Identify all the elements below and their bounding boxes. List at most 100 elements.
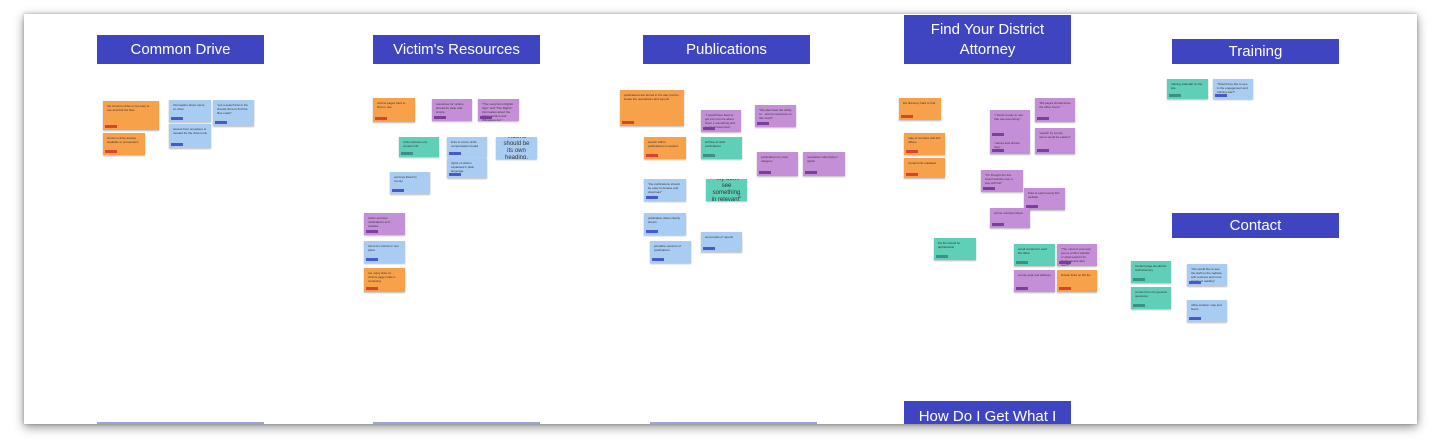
note-tag bbox=[906, 173, 918, 176]
note-tag bbox=[646, 196, 658, 199]
note-tag bbox=[215, 121, 227, 124]
note-tag bbox=[1059, 287, 1071, 290]
note-tag bbox=[366, 287, 378, 290]
sticky-note[interactable]: "We would like to see the staff on the w… bbox=[1187, 264, 1227, 286]
sticky-note[interactable]: "names and photos help" bbox=[990, 138, 1030, 154]
note-tag bbox=[759, 171, 771, 174]
note-text: "The Long Form Rights Sign" and "The Rig… bbox=[482, 102, 513, 121]
sticky-note[interactable]: the common drive is not easy to use and … bbox=[103, 101, 159, 130]
note-text: "I found it easy to use that use somethi… bbox=[994, 113, 1023, 121]
sticky-note[interactable]: "search by county name would be easiest" bbox=[1035, 128, 1075, 154]
note-tag bbox=[366, 230, 378, 233]
header-victims-resources[interactable]: Victim's Resources bbox=[373, 35, 540, 64]
header-find-your-district-attorney[interactable]: Find Your District Attorney bbox=[904, 15, 1071, 64]
sticky-note[interactable]: printable versions of publications bbox=[650, 241, 691, 263]
sticky-note[interactable]: publications are buried in the site; har… bbox=[620, 90, 684, 126]
note-tag bbox=[105, 150, 117, 153]
sticky-note[interactable]: contact form for general questions bbox=[1131, 287, 1171, 309]
sticky-note[interactable]: training calendar on the site bbox=[1167, 79, 1208, 99]
sticky-note[interactable]: email contact for each DA office bbox=[1014, 244, 1055, 266]
sticky-note[interactable]: victims pages hard to find on site bbox=[373, 98, 415, 122]
sticky-note[interactable]: archive of older publications bbox=[701, 137, 742, 159]
sticky-note[interactable]: search within publications is needed bbox=[644, 137, 686, 159]
header-how-do-i-get-what-i[interactable]: How Do I Get What I bbox=[904, 401, 1071, 424]
offscreen-header-stub bbox=[97, 422, 264, 424]
sticky-note[interactable]: "I'm thought the full-board website user… bbox=[981, 170, 1023, 192]
sticky-note[interactable]: contact page should list staff directory bbox=[1131, 261, 1171, 283]
note-tag bbox=[1059, 261, 1071, 264]
sticky-note[interactable]: contact info outdated bbox=[904, 158, 945, 178]
note-tag bbox=[1133, 278, 1145, 281]
header-publications[interactable]: Publications bbox=[643, 35, 810, 64]
sticky-note[interactable]: office location map and hours bbox=[1187, 300, 1227, 322]
sticky-note[interactable]: information about users on drive bbox=[169, 100, 211, 122]
note-tag bbox=[1016, 261, 1028, 264]
sticky-note[interactable]: summaries of reports bbox=[701, 232, 742, 252]
sticky-note[interactable]: victim witness unit contact info bbox=[399, 137, 439, 157]
note-tag bbox=[1133, 304, 1145, 307]
header-training[interactable]: Training bbox=[1172, 39, 1339, 64]
note-tag bbox=[992, 149, 1004, 152]
sticky-note[interactable]: map of counties with DA offices bbox=[904, 133, 945, 155]
note-tag bbox=[480, 116, 492, 119]
sticky-note[interactable]: "The mind of your own you to a DA's webs… bbox=[1057, 244, 1097, 266]
sticky-note[interactable]: publications by topic category bbox=[757, 152, 798, 176]
note-tag bbox=[805, 171, 817, 174]
note-tag bbox=[703, 154, 715, 157]
sticky-note[interactable]: county seat and address bbox=[1014, 270, 1055, 292]
sticky-note[interactable]: phone numbers listed bbox=[990, 208, 1030, 228]
sticky-note[interactable]: access from anywhere is needed for the d… bbox=[169, 124, 211, 148]
note-tag bbox=[449, 152, 461, 155]
sticky-note[interactable]: Victims should be its own heading. bbox=[496, 137, 537, 159]
header-contact[interactable]: Contact bbox=[1172, 213, 1339, 238]
note-tag bbox=[936, 255, 948, 258]
note-tag bbox=[366, 258, 378, 261]
whiteboard-canvas[interactable]: Common Drive Victim's Resources Publicat… bbox=[24, 14, 1417, 424]
note-text: "The mind of your own you to a DA's webs… bbox=[1061, 247, 1091, 266]
sticky-note[interactable]: forms for victims in one place bbox=[364, 241, 405, 263]
note-tag bbox=[1037, 149, 1049, 152]
sticky-note[interactable]: common drive access available to prosecu… bbox=[103, 133, 145, 155]
note-text: "Would they like to see in the engagemen… bbox=[1217, 82, 1248, 94]
note-text: "My don't see something in relevant" bbox=[711, 179, 742, 201]
sticky-note[interactable]: "We also have the ability to... and its … bbox=[755, 105, 796, 127]
note-tag bbox=[1189, 281, 1201, 284]
sticky-note[interactable]: "DA pages should show the office hours" bbox=[1035, 98, 1075, 122]
note-tag bbox=[992, 223, 1004, 226]
sticky-note[interactable]: broken links on DA list bbox=[1057, 270, 1097, 292]
sticky-note[interactable]: too many links on victims page make it c… bbox=[364, 268, 405, 292]
sticky-note[interactable]: newsletter subscription option bbox=[803, 152, 845, 176]
offscreen-header-stub bbox=[373, 422, 540, 424]
sticky-note[interactable]: rights of victims explained in plain lan… bbox=[447, 158, 487, 178]
sticky-note[interactable]: "put a search bar in the shared drive to… bbox=[213, 100, 254, 126]
note-tag bbox=[1169, 94, 1181, 97]
sticky-note[interactable]: "Would they like to see in the engagemen… bbox=[1213, 79, 1253, 99]
note-tag bbox=[622, 121, 634, 124]
sticky-note[interactable]: resources for victims should be clear an… bbox=[432, 99, 472, 121]
note-tag bbox=[375, 117, 387, 120]
note-tag bbox=[646, 154, 658, 157]
sticky-note[interactable]: "My don't see something in relevant" bbox=[706, 179, 747, 201]
sticky-note[interactable]: links to each county DA website bbox=[1024, 188, 1065, 210]
note-tag bbox=[401, 152, 413, 155]
sticky-note[interactable]: "I would have liked to get into into the… bbox=[701, 110, 741, 132]
sticky-note[interactable]: DA directory hard to find bbox=[899, 98, 941, 120]
sticky-note[interactable]: publication dates clearly shown bbox=[644, 213, 686, 235]
offscreen-header-stub bbox=[650, 422, 817, 424]
sticky-note[interactable]: "The Long Form Rights Sign" and "The Rig… bbox=[478, 99, 519, 121]
sticky-note[interactable]: "I found it easy to use that use somethi… bbox=[990, 110, 1030, 138]
note-tag bbox=[757, 122, 769, 125]
note-tag bbox=[703, 247, 715, 250]
sticky-note[interactable]: DA list should be alphabetical bbox=[934, 238, 976, 260]
header-common-drive[interactable]: Common Drive bbox=[97, 35, 264, 64]
note-tag bbox=[1037, 117, 1049, 120]
note-tag bbox=[171, 143, 183, 146]
note-tag bbox=[906, 150, 918, 153]
note-text: Victims should be its own heading. bbox=[503, 137, 530, 159]
sticky-note[interactable]: links to crime victim compensation board bbox=[447, 137, 487, 157]
sticky-note[interactable]: "the publications should be easy to brow… bbox=[644, 179, 686, 201]
note-text: "We also have the ability to... and its … bbox=[759, 108, 792, 120]
sticky-note[interactable]: services listed by county bbox=[390, 172, 430, 194]
sticky-note[interactable]: victim services notifications and update… bbox=[364, 213, 405, 235]
note-tag bbox=[992, 133, 1004, 136]
